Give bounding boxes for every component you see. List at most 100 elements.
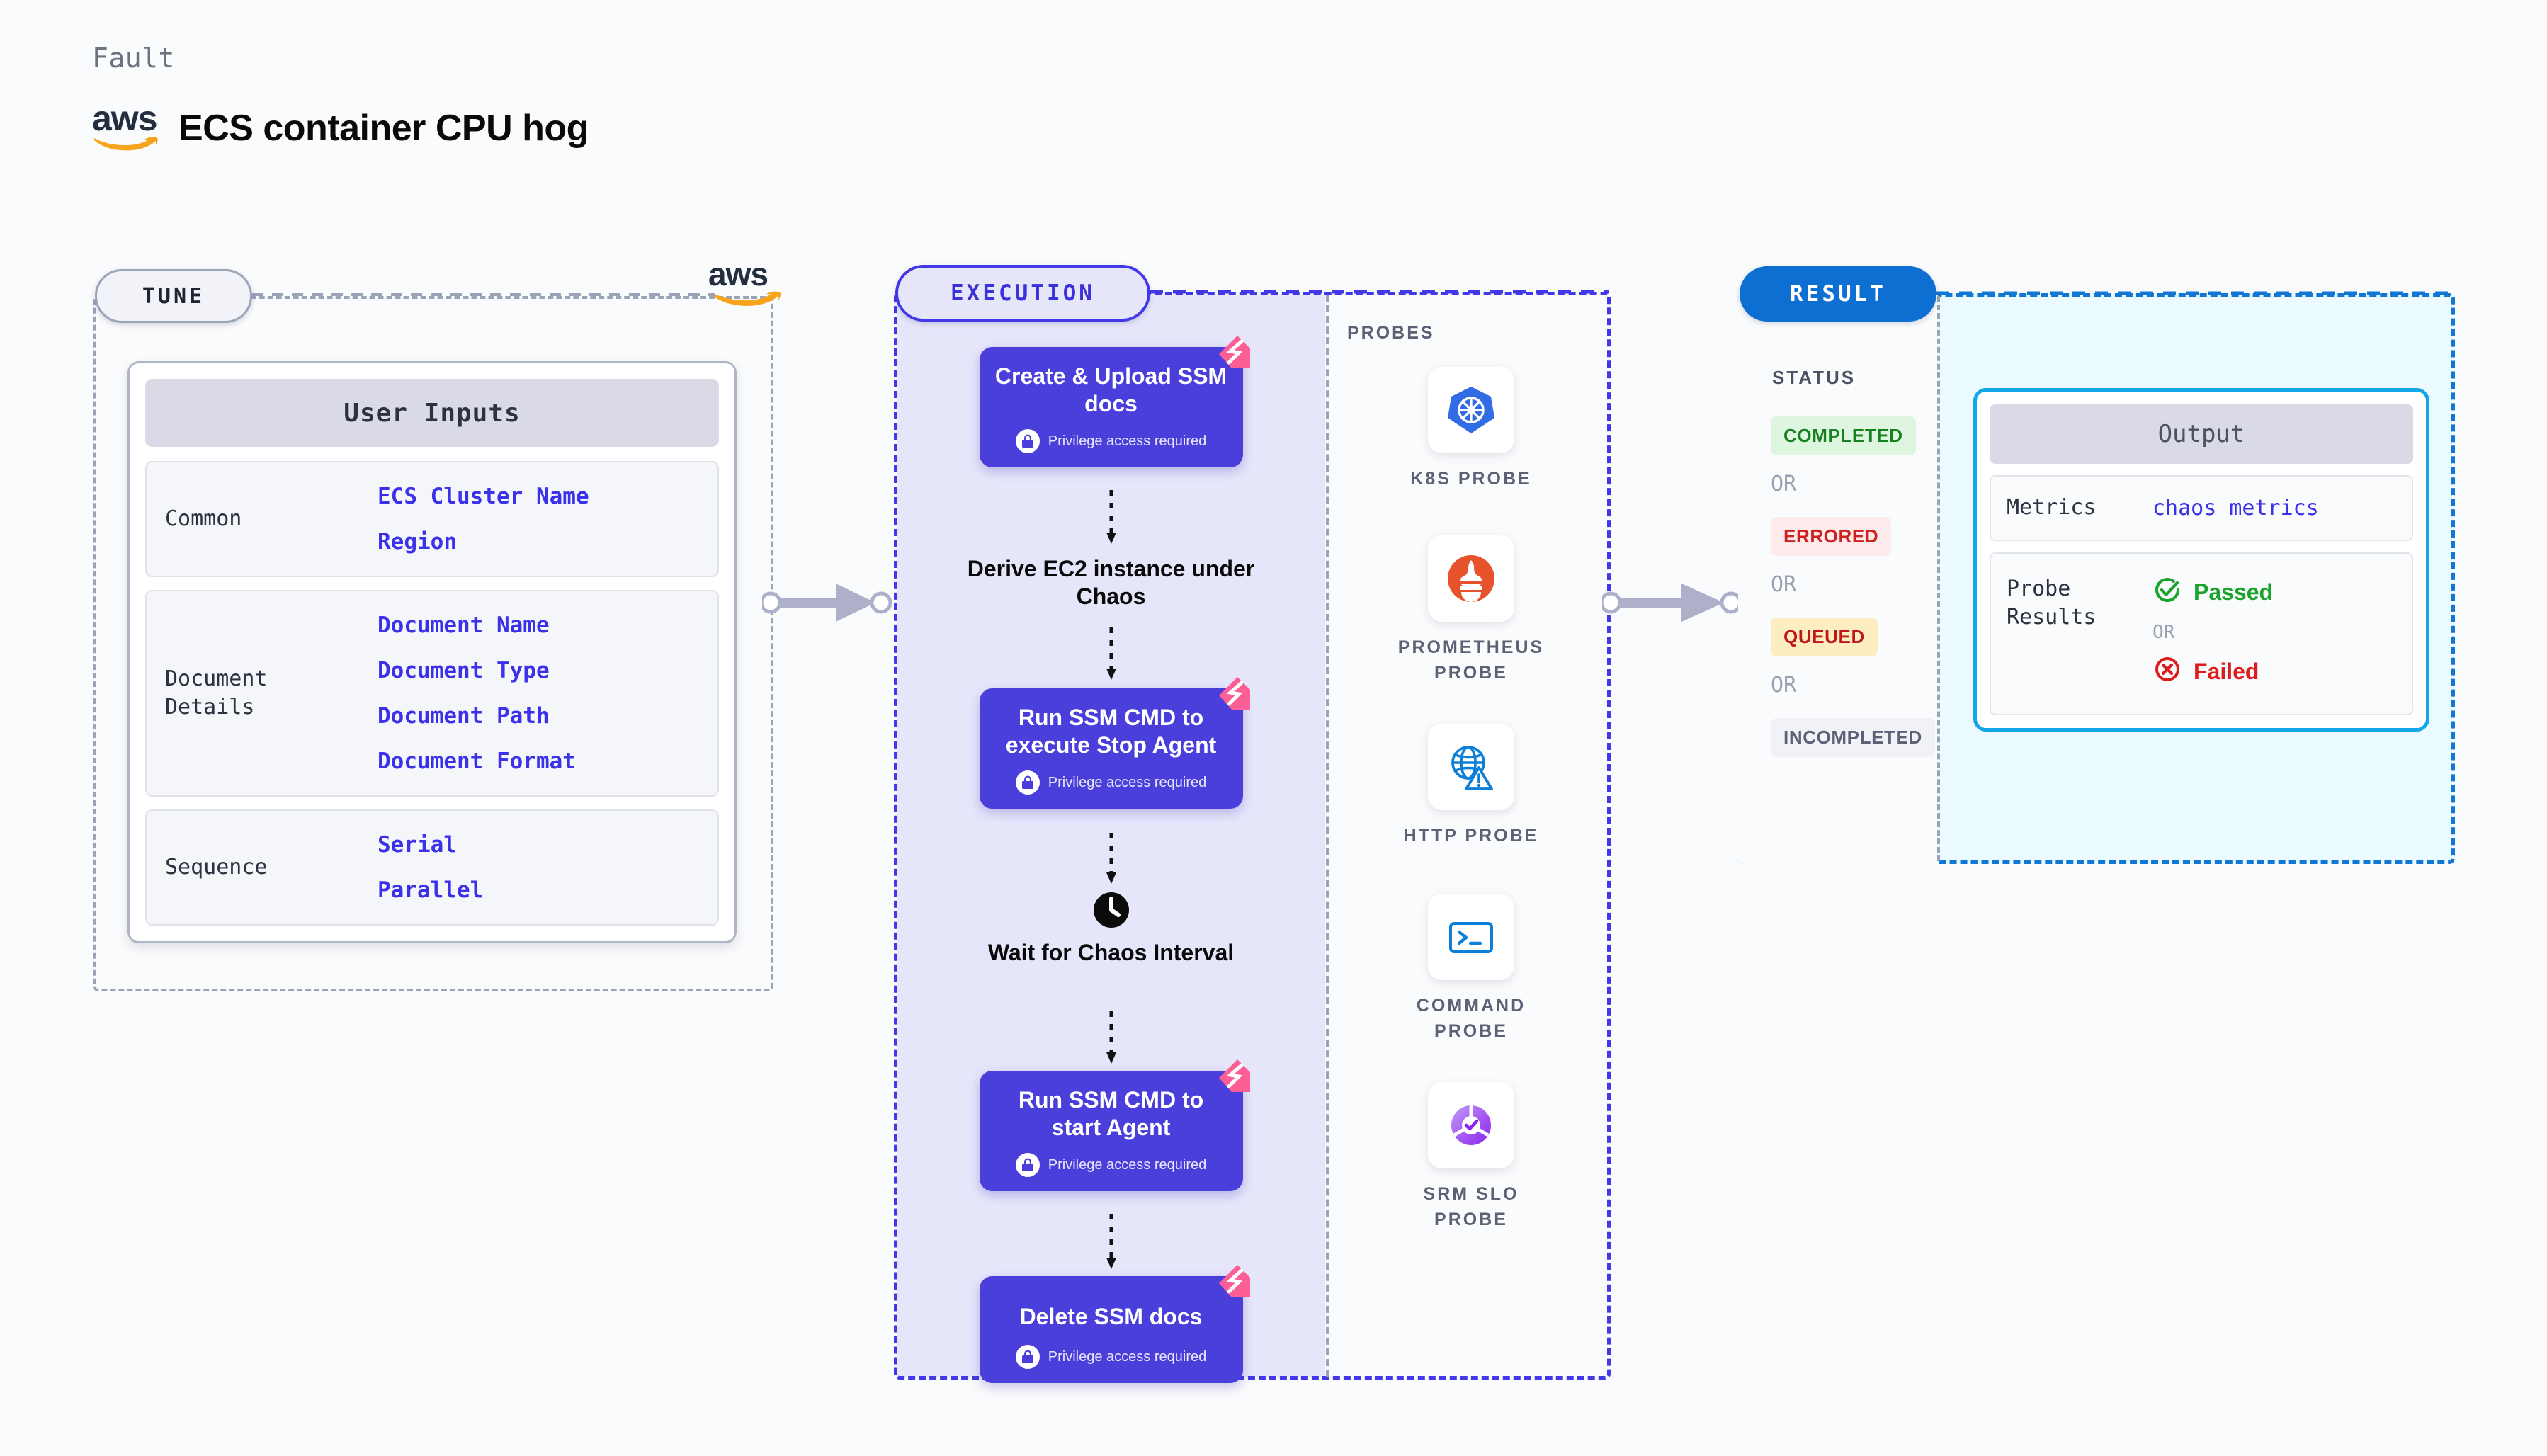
node-title: Run SSM CMD to execute Stop Agent (1005, 705, 1217, 758)
aws-logo-text: aws (92, 98, 158, 138)
privilege-text: Privilege access required (1048, 1156, 1207, 1173)
aws-logo-icon: aws (92, 101, 160, 154)
status-or-1: OR (1771, 472, 1797, 496)
lock-icon (1015, 1153, 1040, 1178)
probe-result-passed: Passed (2152, 575, 2273, 610)
status-badge-incompleted: INCOMPLETED (1771, 718, 1935, 757)
privilege-text: Privilege access required (1048, 433, 1207, 449)
terminal-icon (1428, 894, 1514, 980)
output-key: Metrics (2007, 495, 2097, 520)
probe-name: HTTP PROBE (1403, 826, 1539, 846)
chaos-badge-icon (1213, 1055, 1256, 1098)
flow-arrow-4 (1106, 1011, 1116, 1064)
row-value[interactable]: Document Path (378, 703, 550, 729)
probe-result-or: OR (2152, 621, 2175, 643)
connector-tune-to-execution (762, 584, 892, 622)
x-circle-icon (2152, 654, 2182, 690)
user-inputs-header: User Inputs (145, 379, 719, 447)
flow-node-delete-ssm-docs[interactable]: Delete SSM docs Privilege access require… (979, 1265, 1250, 1384)
status-or-3: OR (1771, 673, 1797, 698)
row-value[interactable]: Document Name (378, 613, 550, 638)
probe-result-failed: Failed (2152, 654, 2273, 690)
row-value[interactable]: ECS Cluster Name (378, 484, 589, 509)
connector-execution-to-result (1602, 584, 1742, 622)
clock-icon (1092, 891, 1130, 929)
row-key: Common (165, 506, 242, 531)
probe-k8s[interactable]: K8S PROBE (1354, 367, 1588, 491)
node-privilege-note: Privilege access required (992, 770, 1230, 795)
row-value[interactable]: Document Type (378, 658, 550, 683)
srm-slo-icon (1428, 1082, 1514, 1168)
aws-smile-icon (92, 136, 160, 154)
probes-divider (1326, 295, 1329, 1377)
lock-icon (1015, 429, 1040, 454)
execution-dashed-connector (1150, 290, 1609, 294)
result-pill[interactable]: RESULT (1740, 266, 1936, 322)
chaos-badge-icon (1213, 1261, 1256, 1303)
probe-http[interactable]: HTTP PROBE (1354, 724, 1588, 848)
user-input-row-common: Common ECS Cluster Name Region (145, 461, 719, 577)
output-row-metrics: Metrics chaos metrics (1990, 475, 2413, 541)
node-title: Delete SSM docs (1019, 1304, 1203, 1329)
tune-aws-smile-icon (708, 290, 785, 310)
flow-arrow-5 (1106, 1214, 1116, 1269)
page-header: Fault aws ECS container CPU hog (92, 42, 589, 154)
prometheus-icon (1428, 535, 1514, 622)
output-header: Output (1990, 404, 2413, 464)
row-value[interactable]: Serial (378, 832, 457, 858)
chaos-badge-icon (1213, 673, 1256, 715)
flow-text-derive-ec2-instance: Derive EC2 instance under Chaos (967, 556, 1255, 610)
row-value[interactable]: Document Format (378, 749, 576, 774)
row-value[interactable]: Region (378, 529, 457, 554)
row-value[interactable]: Parallel (378, 877, 484, 903)
user-inputs-card: User Inputs Common ECS Cluster Name Regi… (127, 361, 737, 943)
result-dashed-connector (1936, 291, 2455, 295)
result-status-column (1738, 293, 1938, 864)
flow-arrow-2 (1106, 627, 1116, 680)
node-privilege-note: Privilege access required (992, 1153, 1230, 1178)
execution-flow: Create & Upload SSM docs Privilege acces… (897, 295, 1325, 1384)
node-privilege-note: Privilege access required (992, 1345, 1230, 1370)
execution-pill[interactable]: EXECUTION (895, 265, 1150, 322)
status-badge-completed: COMPLETED (1771, 416, 1916, 455)
tune-panel (93, 296, 773, 991)
tune-dashed-connector (252, 293, 715, 296)
flow-node-create-upload-ssm-docs[interactable]: Create & Upload SSM docs Privilege acces… (979, 336, 1250, 468)
tune-aws-logo-text: aws (708, 256, 768, 292)
probe-name: K8S PROBE (1410, 469, 1532, 489)
page-title: ECS container CPU hog (178, 107, 589, 149)
node-title: Create & Upload SSM docs (994, 363, 1227, 417)
passed-label: Passed (2194, 579, 2274, 605)
lock-icon (1015, 770, 1040, 795)
lock-icon (1015, 1345, 1040, 1370)
privilege-text: Privilege access required (1048, 774, 1207, 790)
result-status-divider (1937, 296, 1940, 861)
tune-pill[interactable]: TUNE (95, 269, 252, 323)
node-title: Run SSM CMD to start Agent (1018, 1087, 1204, 1141)
output-value-metrics[interactable]: chaos metrics (2152, 495, 2319, 521)
tune-aws-logo-icon: aws (708, 256, 785, 310)
title-row: aws ECS container CPU hog (92, 101, 589, 154)
user-input-row-sequence: Sequence Serial Parallel (145, 809, 719, 926)
probes-label: PROBES (1347, 323, 1435, 343)
flow-arrow-1 (1106, 490, 1116, 544)
probes-column: PROBES K8S PROBE (1332, 295, 1611, 1377)
flow-node-run-ssm-cmd-start-agent[interactable]: Run SSM CMD to start Agent Privilege acc… (979, 1059, 1250, 1192)
http-globe-icon (1428, 724, 1514, 810)
status-or-2: OR (1771, 572, 1797, 597)
status-label: STATUS (1772, 367, 1856, 388)
failed-label: Failed (2194, 659, 2259, 684)
chaos-badge-icon (1213, 331, 1256, 374)
flow-node-run-ssm-cmd-stop-agent[interactable]: Run SSM CMD to execute Stop Agent Privil… (979, 677, 1250, 809)
row-key: Sequence (165, 854, 268, 880)
